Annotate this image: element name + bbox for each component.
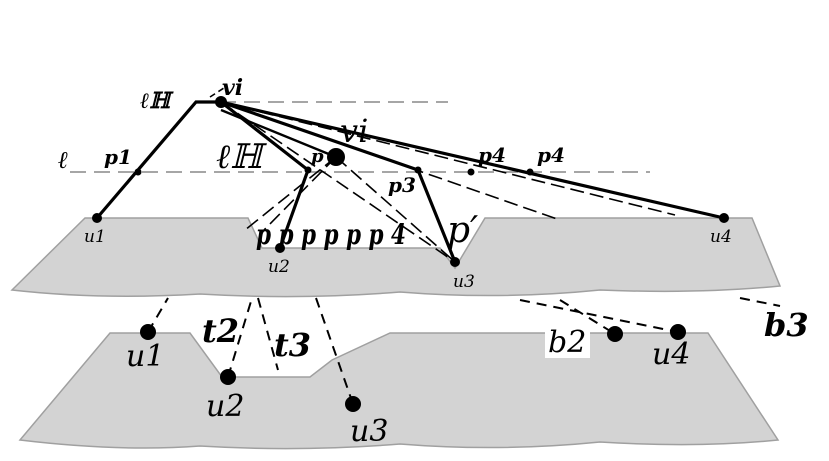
label-u3: u3 <box>453 272 475 292</box>
path-vi-u1 <box>95 100 221 220</box>
label-u4: u4 <box>710 227 732 247</box>
u3-point <box>450 257 460 267</box>
p4a-point <box>467 168 475 176</box>
vi-mid-point <box>327 148 345 166</box>
label-p1: p1 <box>104 145 132 169</box>
label-u1: u1 <box>84 227 106 247</box>
bottom-t2-label: t2 <box>202 312 239 350</box>
bottom-u3-label: u3 <box>350 414 388 449</box>
bottom-u2-point <box>220 369 236 385</box>
p4b-point <box>526 168 534 176</box>
u2-point <box>275 243 285 253</box>
label-lH: ℓℍ <box>140 88 174 114</box>
bottom-extra-point <box>607 326 623 342</box>
label-p2: p <box>311 146 324 167</box>
p1-point <box>134 168 142 176</box>
label-p4a: p4 <box>478 143 506 167</box>
label-lH-mid: ℓℍ <box>216 137 267 177</box>
u4-point <box>719 213 729 223</box>
bottom-u1-label: u1 <box>126 339 164 374</box>
u1-point <box>92 213 102 223</box>
bottom-b3-label: b3 <box>764 306 809 344</box>
bottom-u4-point <box>670 324 686 340</box>
label-garbled: p p p p p p 4 <box>256 218 406 251</box>
label-vi-mid: vi <box>340 112 368 150</box>
top-terrain <box>10 217 782 298</box>
bottom-terrain <box>18 332 780 450</box>
p3-point <box>414 166 422 174</box>
bottom-b2-label: b2 <box>548 325 586 360</box>
bottom-u1-point <box>140 324 156 340</box>
label-p3: p3 <box>388 173 416 197</box>
label-u2: u2 <box>268 257 290 277</box>
bottom-u3-point <box>345 396 361 412</box>
vi-point <box>215 96 227 108</box>
p2-point <box>304 166 312 174</box>
label-vi: vi <box>222 75 243 101</box>
label-p-prime: p′ <box>447 210 478 251</box>
bottom-t3-label: t3 <box>274 326 311 364</box>
bottom-u4-label: u4 <box>652 337 690 372</box>
bottom-panel: u1 u2 u3 u4 t2 t3 b2 b3 <box>18 297 809 450</box>
bottom-u2-label: u2 <box>206 389 244 424</box>
label-p4b: p4 <box>537 143 565 167</box>
path-vi-u4 <box>220 100 725 220</box>
top-panel: ℓℍ vi ℓ p1 ℓℍ p vi p3 p4 p4 p′ p p p p p… <box>10 75 782 298</box>
label-l: ℓ <box>58 145 68 174</box>
